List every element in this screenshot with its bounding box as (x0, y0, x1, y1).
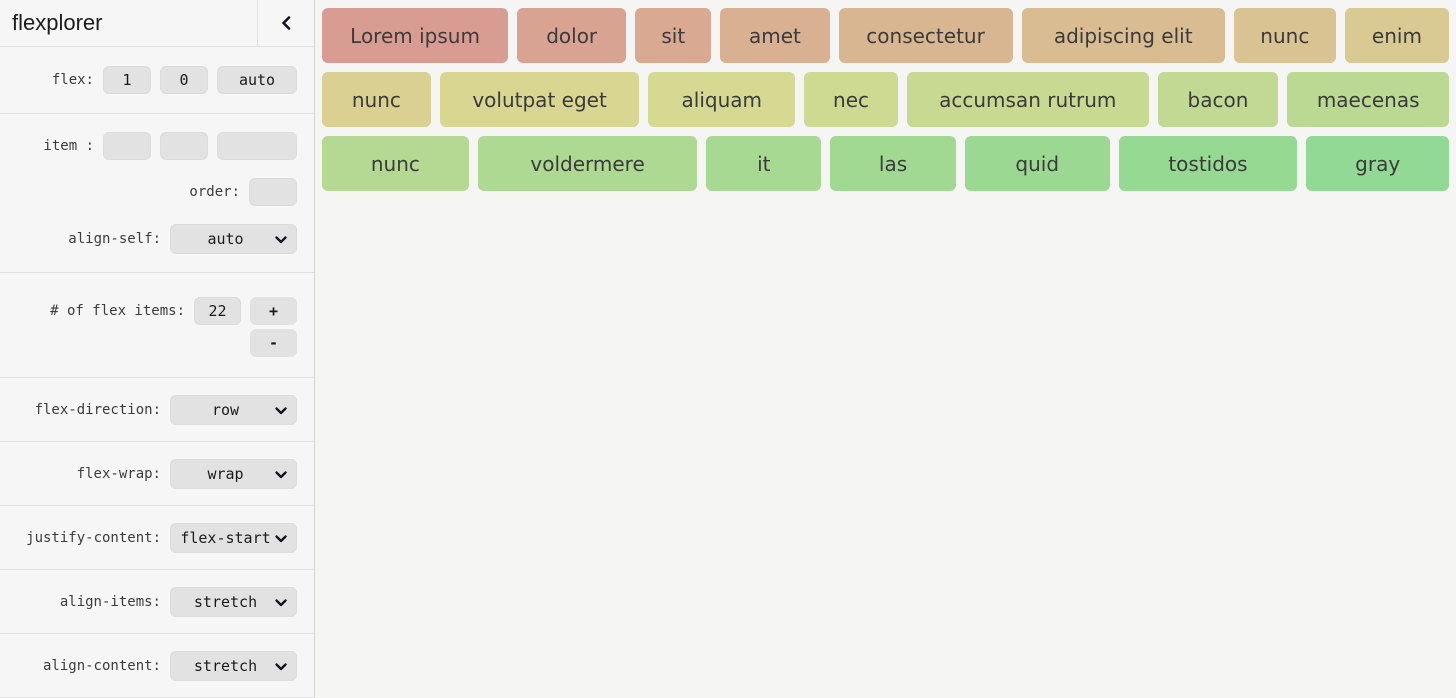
align-self-select[interactable]: auto (170, 224, 297, 254)
item-grow-input[interactable] (103, 132, 151, 160)
flex-direction-section: flex-direction: row (0, 378, 314, 442)
justify-content-value: flex-start (180, 529, 271, 547)
chevron-down-icon (275, 407, 287, 415)
item-label: item : (43, 138, 94, 154)
flex-item[interactable]: bacon (1157, 72, 1279, 127)
flex-item[interactable]: nunc (322, 136, 469, 191)
order-input[interactable] (249, 178, 297, 206)
justify-content-section: justify-content: flex-start (0, 506, 314, 570)
item-flex-row: item : (43, 132, 297, 160)
app-title: flexplorer (12, 10, 103, 35)
flex-item[interactable]: volutpat eget (439, 72, 640, 127)
item-count-input[interactable] (194, 297, 241, 325)
flex-direction-select[interactable]: row (170, 395, 297, 425)
selected-item-section: item : order: align-self: auto (0, 114, 314, 273)
align-items-section: align-items: stretch (0, 570, 314, 634)
flex-wrap-section: flex-wrap: wrap (0, 442, 314, 506)
chevron-down-icon (275, 599, 287, 607)
flex-item[interactable]: adipiscing elit (1021, 8, 1225, 63)
flex-item[interactable]: las (830, 136, 956, 191)
flex-wrap-label: flex-wrap: (76, 466, 161, 482)
flex-item[interactable]: tostidos (1118, 136, 1298, 191)
flex-shorthand-section: flex: (0, 47, 314, 114)
justify-content-select[interactable]: flex-start (170, 523, 297, 553)
flex-direction-row: flex-direction: row (35, 395, 297, 425)
align-items-row: align-items: stretch (60, 587, 297, 617)
align-content-select[interactable]: stretch (170, 651, 297, 681)
flex-direction-value: row (211, 401, 240, 419)
flex-item[interactable]: Lorem ipsum (322, 8, 509, 63)
flex-label: flex: (51, 72, 94, 88)
item-basis-input[interactable] (217, 132, 297, 160)
add-item-button[interactable]: + (250, 297, 297, 325)
item-count-stepper: + - (250, 297, 297, 357)
flex-item[interactable]: nec (804, 72, 898, 127)
flex-item[interactable]: accumsan rutrum (906, 72, 1149, 127)
order-label: order: (189, 184, 240, 200)
flex-item[interactable]: nunc (322, 72, 431, 127)
flex-item[interactable]: enim (1344, 8, 1449, 63)
flex-wrap-select[interactable]: wrap (170, 459, 297, 489)
flex-item[interactable]: aliquam (648, 72, 796, 127)
flex-item[interactable]: gray (1306, 136, 1450, 191)
flex-grow-input[interactable] (103, 66, 151, 94)
item-count-section: # of flex items: + - (0, 273, 314, 378)
chevron-left-icon (282, 16, 291, 30)
chevron-down-icon (275, 663, 287, 671)
flex-item[interactable]: quid (964, 136, 1110, 191)
align-content-label: align-content: (42, 658, 161, 674)
item-count-row: # of flex items: + - (50, 297, 297, 357)
flex-item[interactable]: amet (720, 8, 830, 63)
align-content-value: stretch (193, 657, 258, 675)
flex-shrink-input[interactable] (160, 66, 208, 94)
flex-item[interactable]: it (706, 136, 822, 191)
flex-item[interactable]: nunc (1233, 8, 1336, 63)
align-self-value: auto (207, 230, 244, 248)
flex-item[interactable]: maecenas (1287, 72, 1450, 127)
align-content-section: align-content: stretch (0, 634, 314, 698)
align-self-label: align-self: (68, 231, 161, 247)
flex-item[interactable]: consectetur (838, 8, 1013, 63)
sidebar: flexplorer flex: item : (0, 0, 315, 698)
item-count-label: # of flex items: (50, 303, 185, 319)
justify-content-row: justify-content: flex-start (26, 523, 297, 553)
align-items-label: align-items: (59, 594, 161, 610)
item-shrink-input[interactable] (160, 132, 208, 160)
flex-item[interactable]: dolor (517, 8, 627, 63)
align-items-select[interactable]: stretch (170, 587, 297, 617)
justify-content-label: justify-content: (26, 530, 161, 546)
chevron-down-icon (275, 471, 287, 479)
align-content-row: align-content: stretch (43, 651, 297, 681)
sidebar-collapse-button[interactable] (257, 0, 314, 46)
align-self-row: align-self: auto (68, 224, 297, 254)
flex-wrap-value: wrap (207, 465, 244, 483)
remove-item-button[interactable]: - (250, 329, 297, 357)
flex-wrap-row: flex-wrap: wrap (77, 459, 297, 489)
align-items-value: stretch (193, 593, 258, 611)
chevron-down-icon (275, 236, 287, 244)
flex-item[interactable]: sit (635, 8, 712, 63)
chevron-down-icon (275, 535, 287, 543)
flex-basis-input[interactable] (217, 66, 297, 94)
order-row: order: (189, 178, 297, 206)
flex-direction-label: flex-direction: (34, 402, 161, 418)
sidebar-header: flexplorer (0, 0, 314, 47)
flex-shorthand-row: flex: (52, 66, 297, 94)
flex-item[interactable]: voldermere (477, 136, 698, 191)
